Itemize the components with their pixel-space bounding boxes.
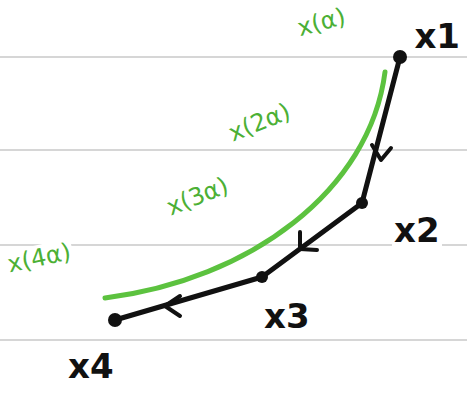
curve-label: x(4α) <box>3 238 75 278</box>
point-label: x3 <box>262 298 312 335</box>
curve-label: x(3α) <box>161 171 234 221</box>
point-label: x1 <box>412 18 462 55</box>
point-label: x4 <box>66 348 116 385</box>
curve-label: x(α) <box>293 3 351 42</box>
point-label: x2 <box>392 212 442 249</box>
curve-label: x(2α) <box>223 97 296 147</box>
